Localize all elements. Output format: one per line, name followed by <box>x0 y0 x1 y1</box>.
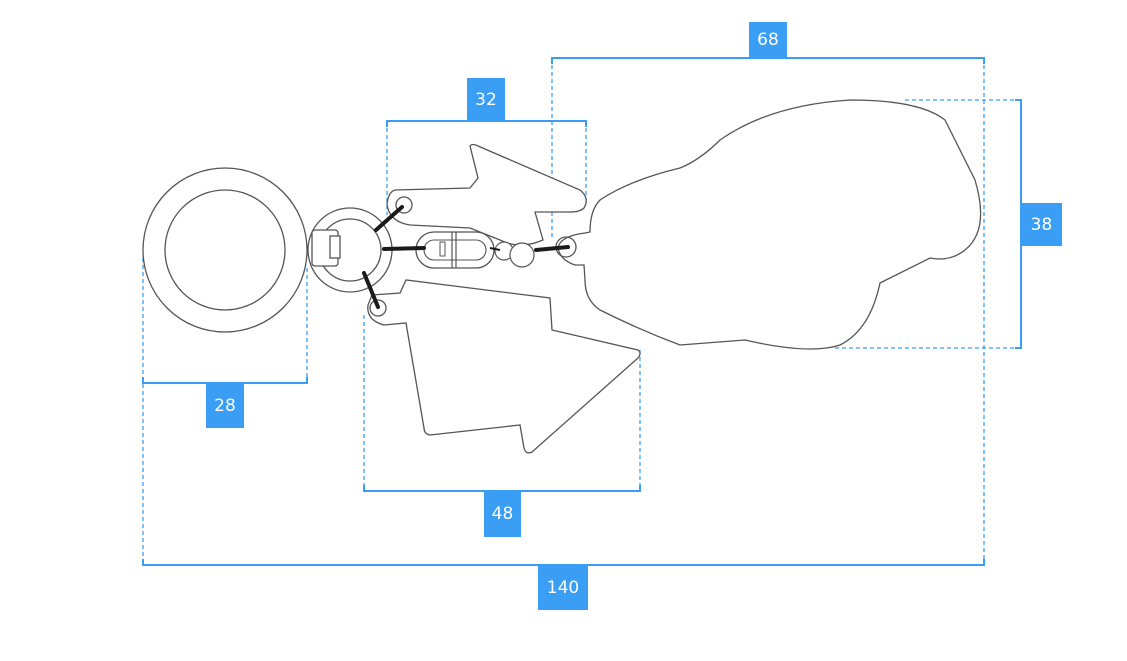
dimension-label-32: 32 <box>467 78 505 121</box>
dimension-label-140: 140 <box>538 565 588 610</box>
dimension-label-68: 68 <box>749 22 787 58</box>
upper-charm-hole <box>395 196 413 214</box>
lower-charm-hole <box>369 299 387 317</box>
large-ring <box>142 167 308 333</box>
extension-lines <box>142 58 1021 565</box>
key-ring <box>307 207 393 293</box>
connector-links <box>362 205 570 309</box>
dimension-label-48: 48 <box>484 491 521 537</box>
lower-arrow-charm <box>367 279 641 454</box>
cloud-charm <box>557 99 982 350</box>
dimension-label-38: 38 <box>1021 203 1062 246</box>
upper-arrow-charm <box>386 143 587 246</box>
d-link-clasp <box>415 231 535 269</box>
dimension-label-28: 28 <box>206 383 244 428</box>
